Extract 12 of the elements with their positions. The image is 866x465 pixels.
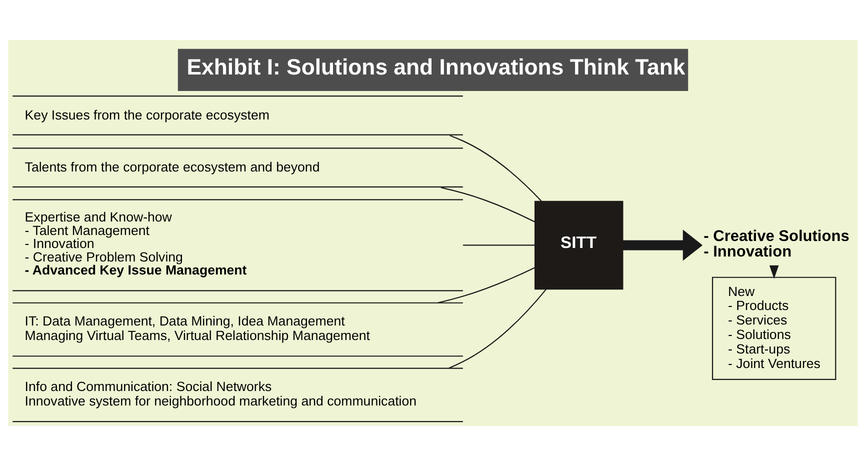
node-text: Info and Communication: Social Networks Innovative system for neighborhood marketing and communication [24,378,417,408]
node-text: - Creative Solutions - Innovation [704,227,850,260]
connector [463,244,535,246]
connector [448,288,547,368]
diagram-title: Exhibit I: Solutions and Innovations Think Tank [186,54,686,79]
node-text: IT: Data Management, Data Mining, Idea Management Managing Virtual Teams, Virtual Relationship Management [24,313,370,343]
node-text: Talents from the corporate ecosystem and beyond [24,159,320,174]
node-box: New - Products - Services - Solutions - Start-ups - Joint Ventures [712,276,836,380]
node-text: Key Issues from the corporate ecosystem [24,106,270,122]
arrow [622,229,703,260]
node-box: SITT [534,200,624,290]
node-text: Expertise and Know-how - Talent Management - Innovation - Creative Problem Solving - Advanced Key Issue Management [24,208,247,278]
